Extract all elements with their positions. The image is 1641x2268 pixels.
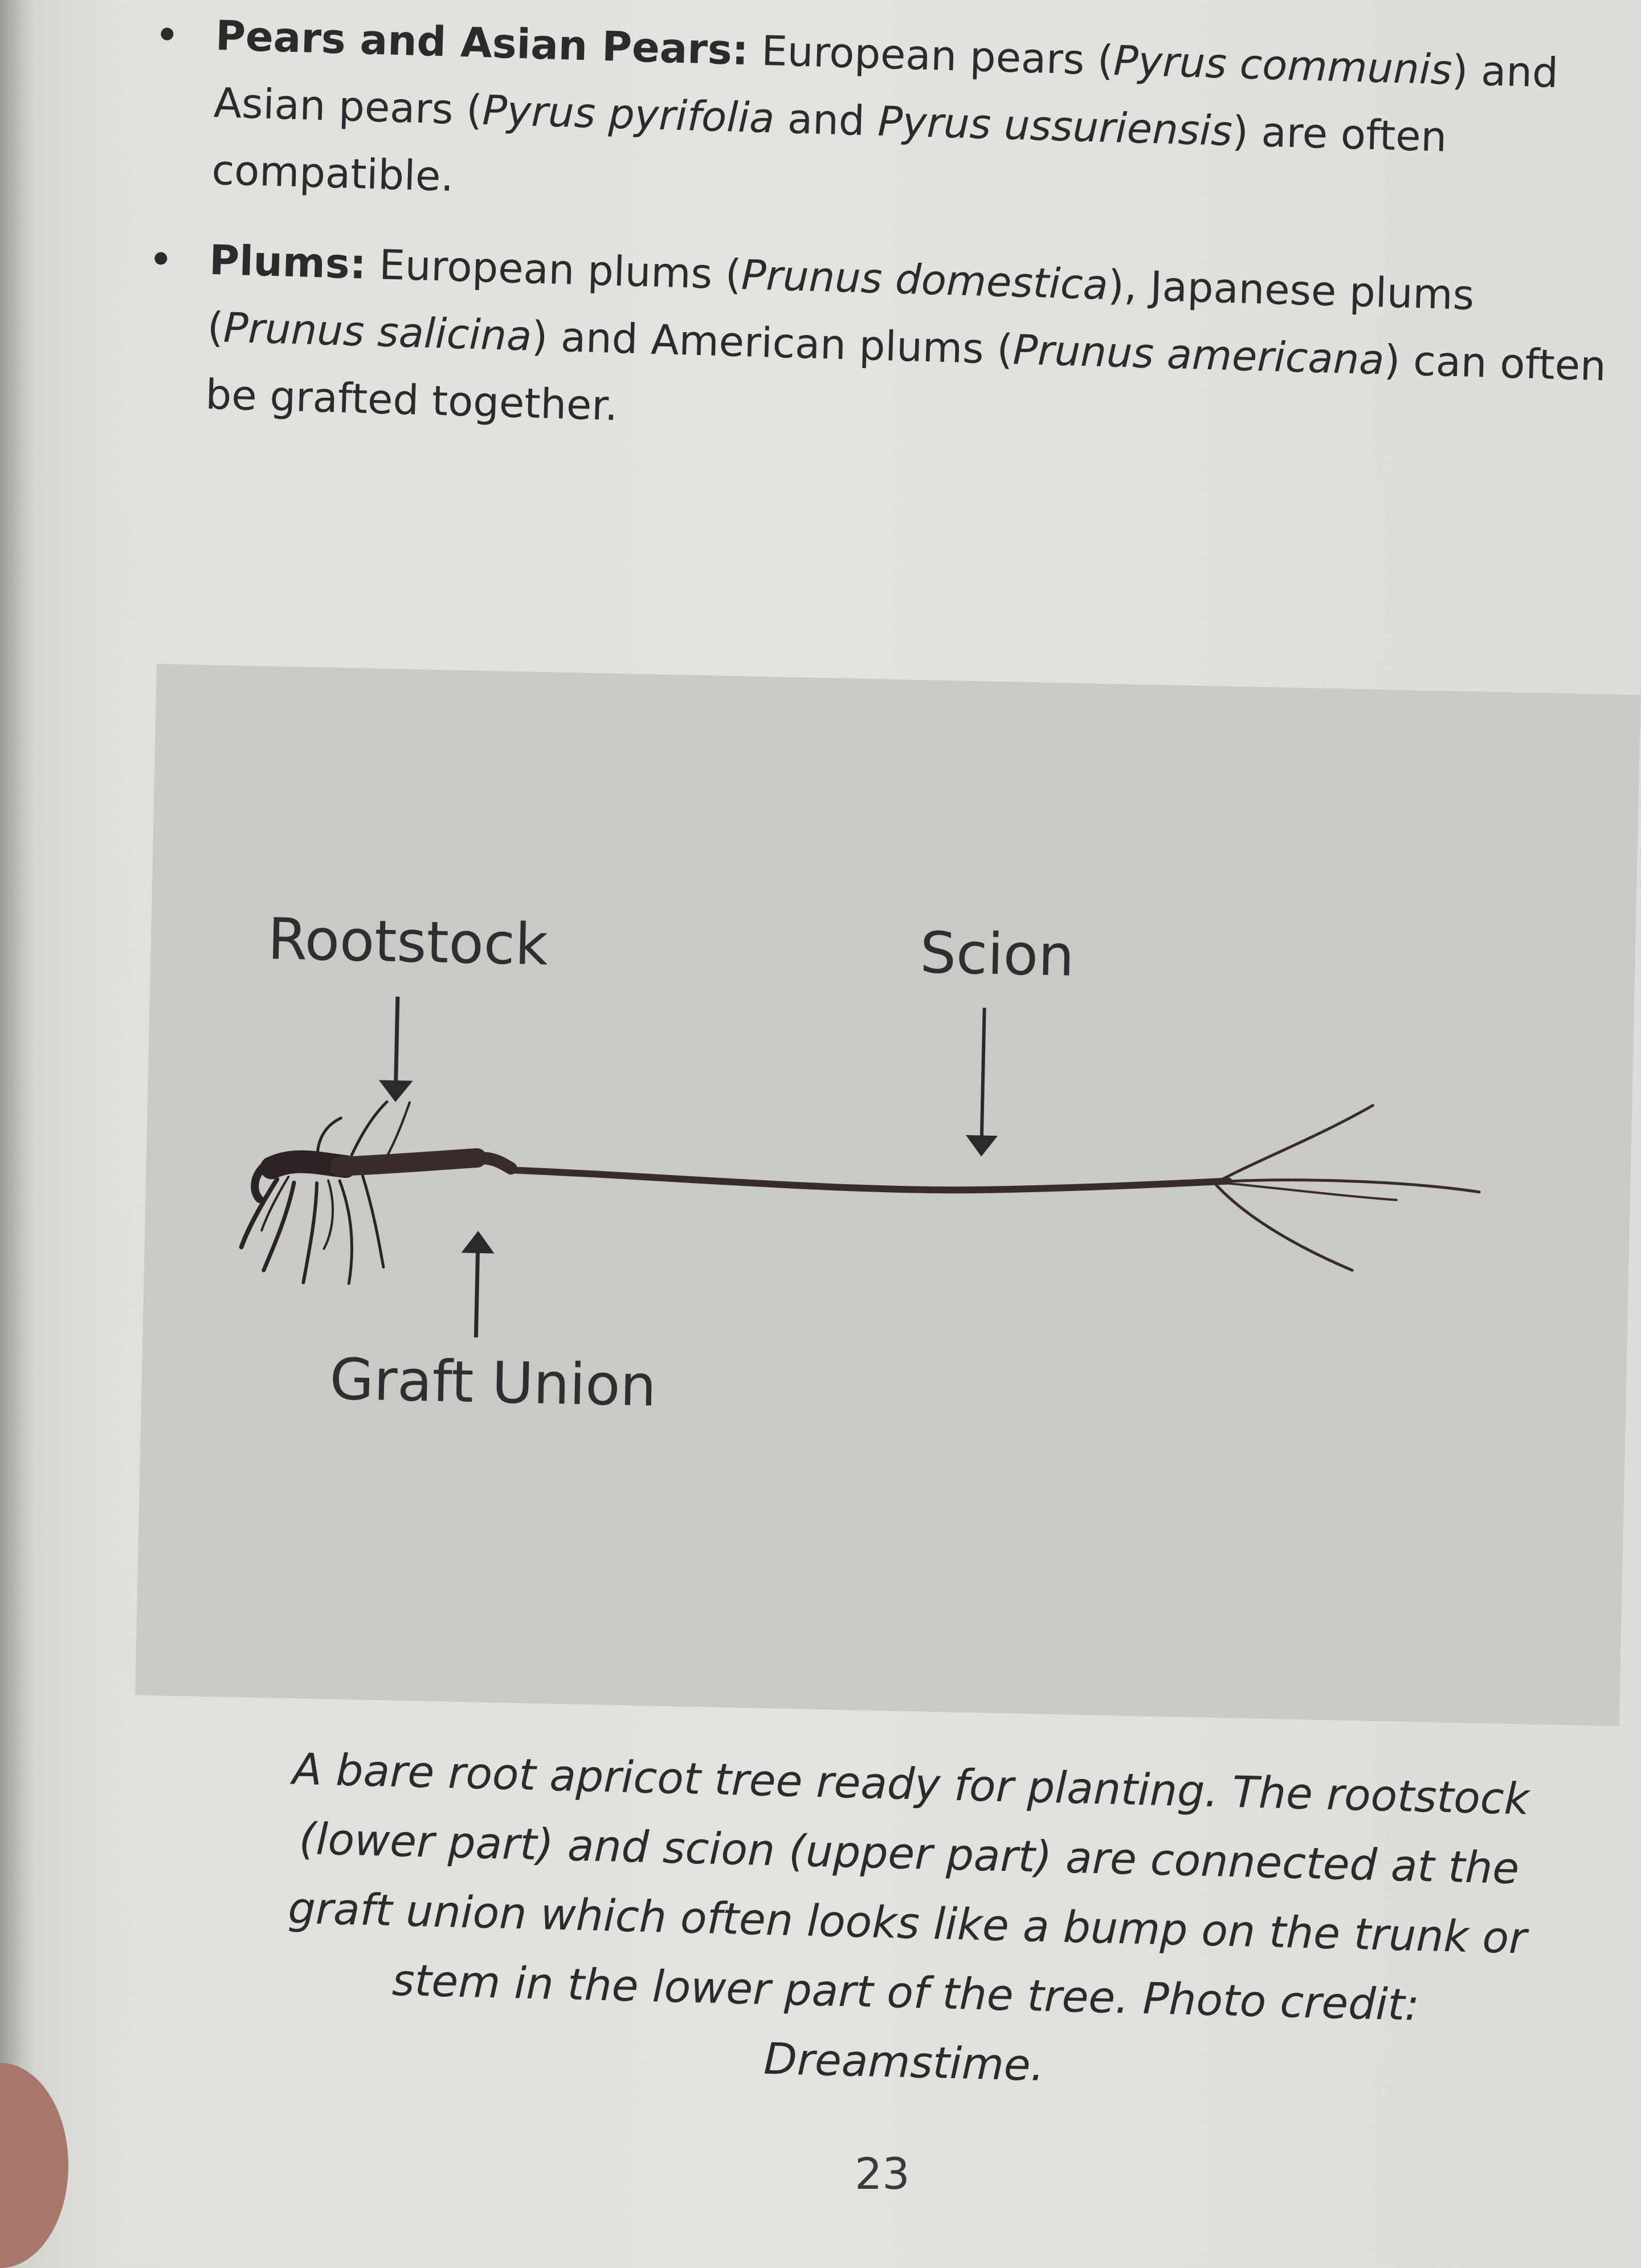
graft-union-label: Graft Union: [329, 1345, 658, 1419]
species-name: Pyrus pyrifolia: [481, 86, 775, 142]
list-item-term: Plums:: [209, 235, 367, 288]
species-name: Pyrus ussuriensis: [877, 97, 1233, 155]
bullet-icon: [154, 252, 168, 265]
rootstock-arrow: [378, 996, 413, 1102]
list-item: Plums: European plums (Prunus domestica)…: [142, 225, 1617, 467]
text-run: ) and American plums (: [531, 312, 1014, 374]
tree-branches: [1213, 1104, 1481, 1272]
grafted-tree-figure: Rootstock Scion Graft Union: [135, 664, 1641, 1727]
tree-roots: [239, 1100, 411, 1285]
page-number: 23: [855, 2148, 910, 2199]
rootstock-label: Rootstock: [267, 905, 549, 978]
figure-caption: A bare root apricot tree ready for plant…: [287, 1743, 1530, 2091]
text-run: and: [774, 94, 879, 145]
species-name: Prunus salicina: [222, 303, 533, 360]
bullet-icon: [161, 27, 174, 40]
species-name: Prunus americana: [1012, 325, 1385, 384]
thumb: [0, 2063, 68, 2268]
list-item-term: Pears and Asian Pears:: [215, 11, 749, 75]
tree-trunk: [330, 1148, 1232, 1194]
species-name: Prunus domestica: [740, 250, 1109, 309]
page-gutter-shadow: [0, 0, 34, 2188]
scion-label: Scion: [919, 919, 1075, 989]
bare-root-tree-illustration: [239, 996, 1481, 1338]
scion-arrow: [965, 1007, 998, 1157]
text-run: European plums (: [365, 240, 742, 299]
list-item: Pears and Asian Pears: European pears (P…: [148, 0, 1623, 243]
graft-union-arrow: [461, 1231, 495, 1338]
text-run: European pears (: [748, 26, 1115, 85]
species-name: Pyrus communis: [1113, 36, 1453, 94]
list-item-text: European plums (Prunus domestica), Japan…: [205, 240, 1607, 430]
compatibility-list: Pears and Asian Pears: European pears (P…: [141, 0, 1623, 490]
